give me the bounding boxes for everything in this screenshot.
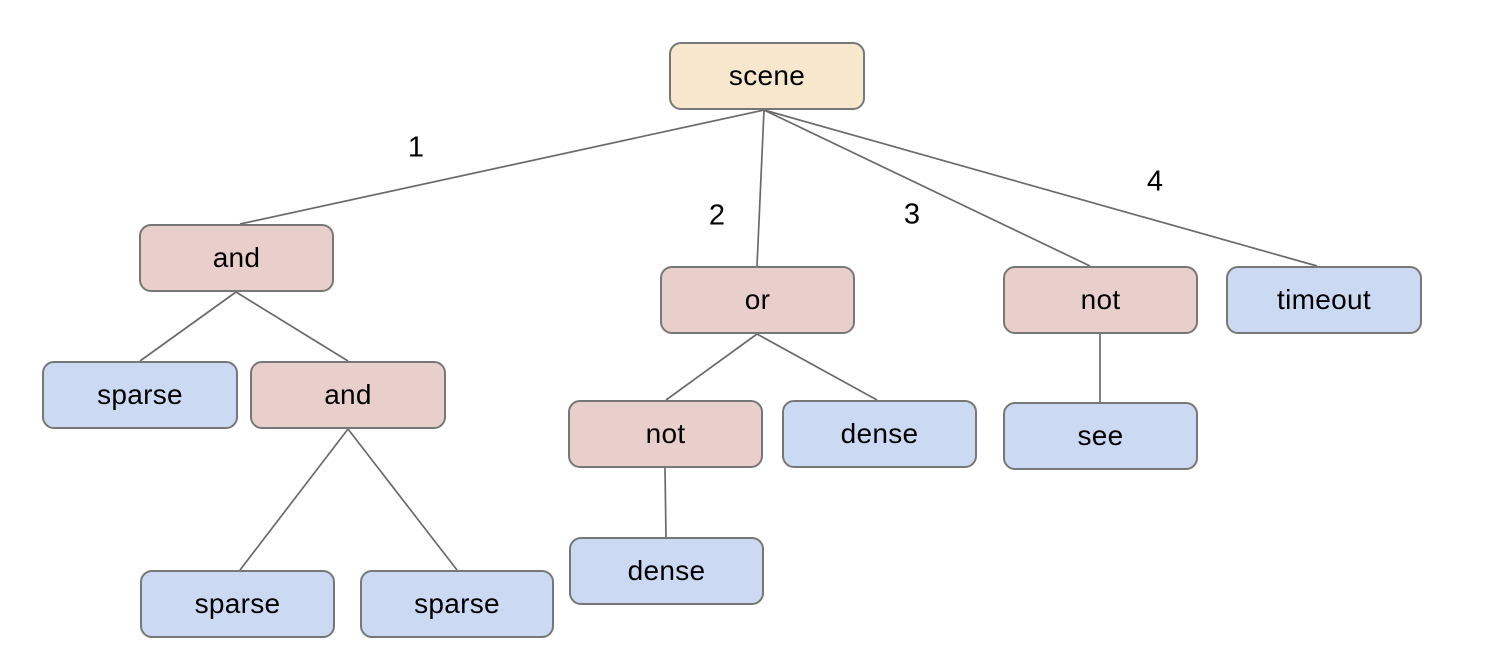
node-label: not [645, 418, 686, 449]
node-label: sparse [97, 379, 183, 410]
edge-and-1-to-sparse-1 [139, 291, 237, 362]
tree-node-dense-2: dense [569, 537, 764, 605]
edge-scene-to-and-1 [239, 109, 765, 225]
tree-node-timeout-1: timeout [1226, 266, 1422, 334]
node-label: dense [627, 555, 706, 586]
node-label: dense [840, 418, 919, 449]
node-label: sparse [414, 588, 500, 619]
edge-and-2-to-sparse-3 [347, 428, 458, 571]
tree-node-sparse-2: sparse [140, 570, 335, 638]
node-label: sparse [194, 588, 281, 619]
edge-scene-to-not-1 [763, 109, 1091, 267]
tree-node-and-1: and [139, 224, 334, 292]
tree-node-not-2: not [568, 400, 763, 468]
tree-node-dense-1: dense [782, 400, 977, 468]
tree-node-not-1: not [1003, 266, 1198, 334]
edge-label-3: 3 [903, 198, 921, 231]
edge-and-2-to-sparse-2 [239, 428, 349, 571]
tree-node-sparse-1: sparse [42, 361, 238, 429]
node-label: and [324, 379, 372, 410]
node-label: or [744, 284, 771, 315]
edge-and-1-to-and-2 [235, 291, 349, 362]
edge-label-1: 1 [407, 131, 425, 164]
edge-or-1-to-dense-1 [756, 333, 878, 401]
tree-node-and-2: and [250, 361, 446, 429]
node-label: and [212, 242, 261, 273]
tree-node-or-1: or [660, 266, 855, 334]
edge-label-4: 4 [1146, 165, 1164, 198]
edge-scene-to-timeout-1 [763, 109, 1318, 267]
edge-not-2-to-dense-2 [664, 467, 667, 538]
edge-label-2: 2 [708, 199, 726, 232]
node-label: scene [728, 60, 806, 91]
edge-scene-to-or-1 [756, 109, 765, 267]
edge-or-1-to-not-2 [665, 333, 758, 401]
tree-node-see-1: see [1003, 402, 1198, 470]
node-label: not [1080, 284, 1121, 315]
tree-node-sparse-3: sparse [360, 570, 554, 638]
node-label: timeout [1277, 284, 1371, 315]
tree-node-scene: scene [669, 42, 865, 110]
node-label: see [1077, 420, 1124, 451]
